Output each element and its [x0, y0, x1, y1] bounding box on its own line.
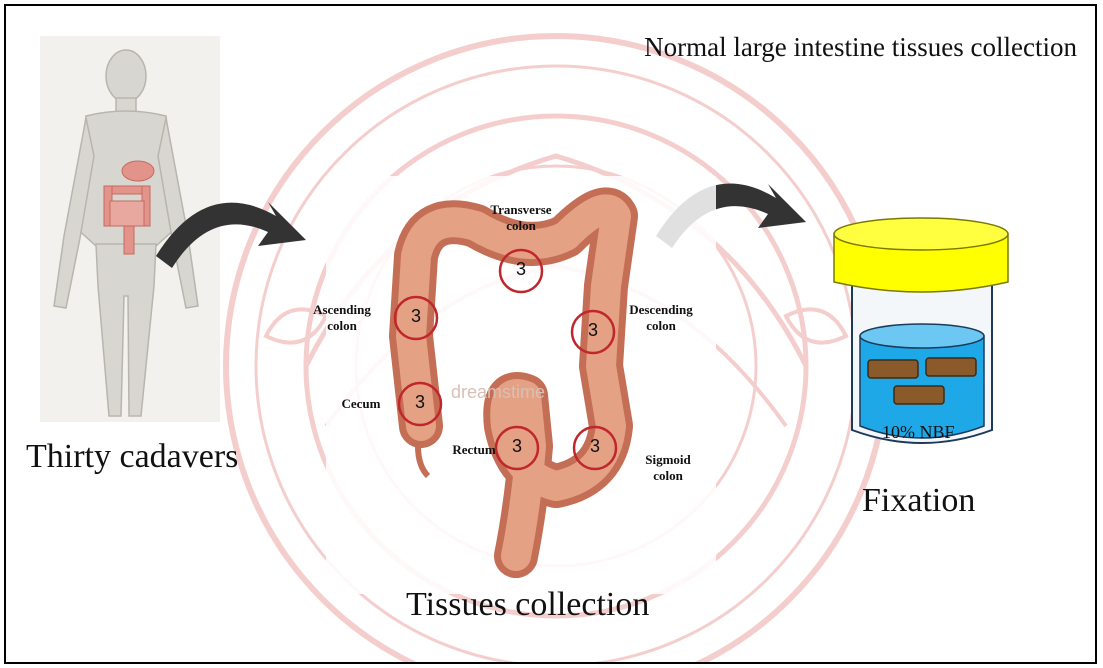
figure-frame: Normal large intestine tissues collectio…: [4, 4, 1097, 664]
step-fixation-label: Fixation: [862, 482, 975, 520]
fixative-label: 10% NBF: [882, 422, 955, 443]
specimen-jar: [6, 6, 1097, 664]
